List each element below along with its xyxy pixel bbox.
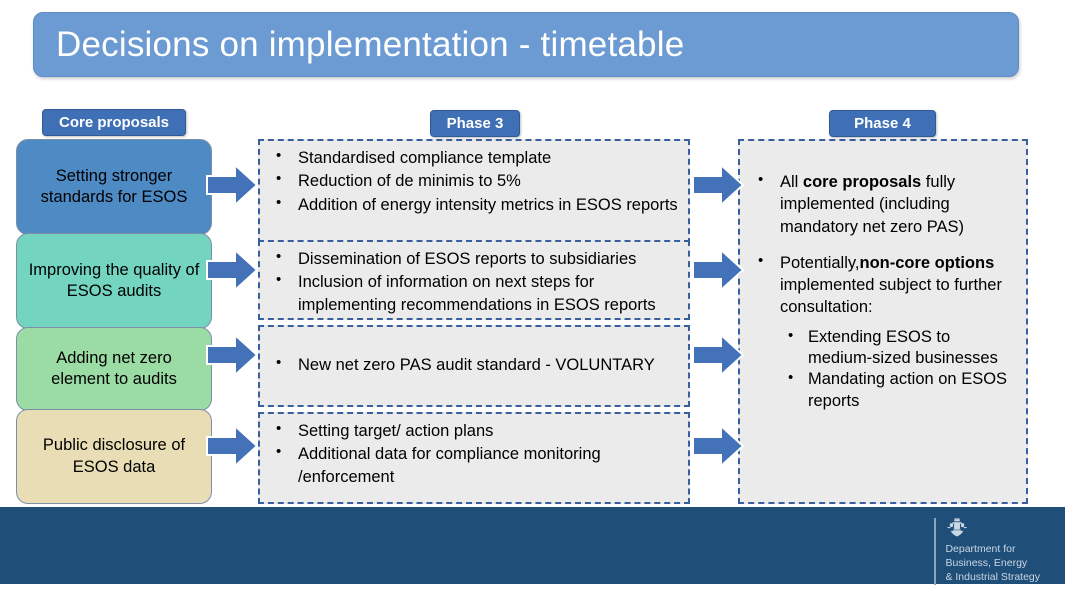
bullet-text-prefix: All — [780, 173, 803, 191]
department-line-2: Business, Energy — [945, 556, 1028, 569]
sub-bullet-list: Extending ESOS to medium-sized businesse… — [778, 326, 1014, 413]
phase4-section: All core proposals fully implemented (in… — [738, 139, 1028, 504]
bullet-item: Potentially,non-core options implemented… — [750, 251, 1014, 319]
bullet-item: Dissemination of ESOS reports to subsidi… — [268, 247, 678, 270]
royal-crest-icon — [947, 518, 968, 537]
bullet-list: Dissemination of ESOS reports to subsidi… — [268, 247, 678, 316]
core-proposal-box: Adding net zero element to audits — [16, 327, 212, 411]
arrow-right-icon — [692, 248, 744, 292]
core-proposal-label: Setting stronger standards for ESOS — [40, 166, 188, 206]
sub-bullet-item: Mandating action on ESOS reports — [778, 368, 1014, 412]
bullet-list: Setting target/ action plans Additional … — [268, 419, 678, 488]
bullet-item: Standardised compliance template — [268, 146, 678, 169]
bullet-item: Addition of energy intensity metrics in … — [268, 193, 678, 216]
arrow-right-icon — [692, 424, 744, 468]
core-proposal-box: Setting stronger standards for ESOS — [16, 139, 212, 235]
phase3-section: Standardised compliance template Reducti… — [258, 139, 690, 244]
bullet-item: Inclusion of information on next steps f… — [268, 270, 678, 316]
core-proposal-box: Improving the quality of ESOS audits — [16, 233, 212, 329]
arrow-right-icon — [206, 163, 258, 207]
bullet-text-prefix: Potentially, — [780, 253, 860, 272]
core-proposal-label: Public disclosure of ESOS data — [42, 436, 186, 476]
bullet-item: Reduction of de minimis to 5% — [268, 169, 678, 192]
bullet-text-suffix: implemented subject to further consultat… — [780, 276, 1002, 317]
arrow-right-icon — [206, 248, 258, 292]
page-title: Decisions on implementation - timetable — [56, 24, 685, 64]
arrow-right-icon — [206, 333, 258, 377]
column-header-phase-3: Phase 3 — [430, 110, 520, 137]
bullet-text-bold: non-core options — [859, 253, 995, 272]
footer-bar: Department for Business, Energy & Indust… — [0, 507, 1065, 585]
bullet-list: New net zero PAS audit standard - VOLUNT… — [268, 353, 678, 377]
arrow-right-icon — [692, 163, 744, 207]
department-logo: Department for Business, Energy & Indust… — [934, 518, 1040, 585]
bullet-list: Standardised compliance template Reducti… — [268, 146, 678, 216]
sub-bullet-item: Extending ESOS to medium-sized businesse… — [778, 326, 1014, 370]
core-proposal-label: Improving the quality of ESOS audits — [28, 260, 200, 300]
bullet-item: New net zero PAS audit standard - VOLUNT… — [268, 353, 678, 376]
bullet-item: All core proposals fully implemented (in… — [750, 170, 1014, 238]
core-proposal-label: Adding net zero element to audits — [51, 348, 177, 388]
department-line-3: & Industrial Strategy — [945, 570, 1040, 583]
phase3-section: Dissemination of ESOS reports to subsidi… — [258, 240, 690, 320]
bullet-text-suffix: fully implemented (including mandatory n… — [780, 173, 965, 236]
column-header-core-proposals: Core proposals — [42, 109, 186, 136]
bullet-item: Additional data for compliance monitorin… — [268, 442, 678, 488]
department-line-1: Department for — [945, 543, 1016, 555]
bullet-list: All core proposals fully implemented (in… — [750, 170, 1014, 319]
title-banner: Decisions on implementation - timetable — [33, 12, 1019, 77]
column-header-phase-4: Phase 4 — [829, 110, 936, 137]
phase3-section: Setting target/ action plans Additional … — [258, 412, 690, 504]
phase3-section: New net zero PAS audit standard - VOLUNT… — [258, 325, 690, 407]
bullet-text-bold: core proposals — [802, 173, 922, 191]
core-proposal-box: Public disclosure of ESOS data — [16, 409, 212, 504]
department-name: Department for Business, Energy & Indust… — [945, 543, 1040, 585]
arrow-right-icon — [206, 424, 258, 468]
arrow-right-icon — [692, 333, 744, 377]
bullet-item: Setting target/ action plans — [268, 419, 678, 442]
